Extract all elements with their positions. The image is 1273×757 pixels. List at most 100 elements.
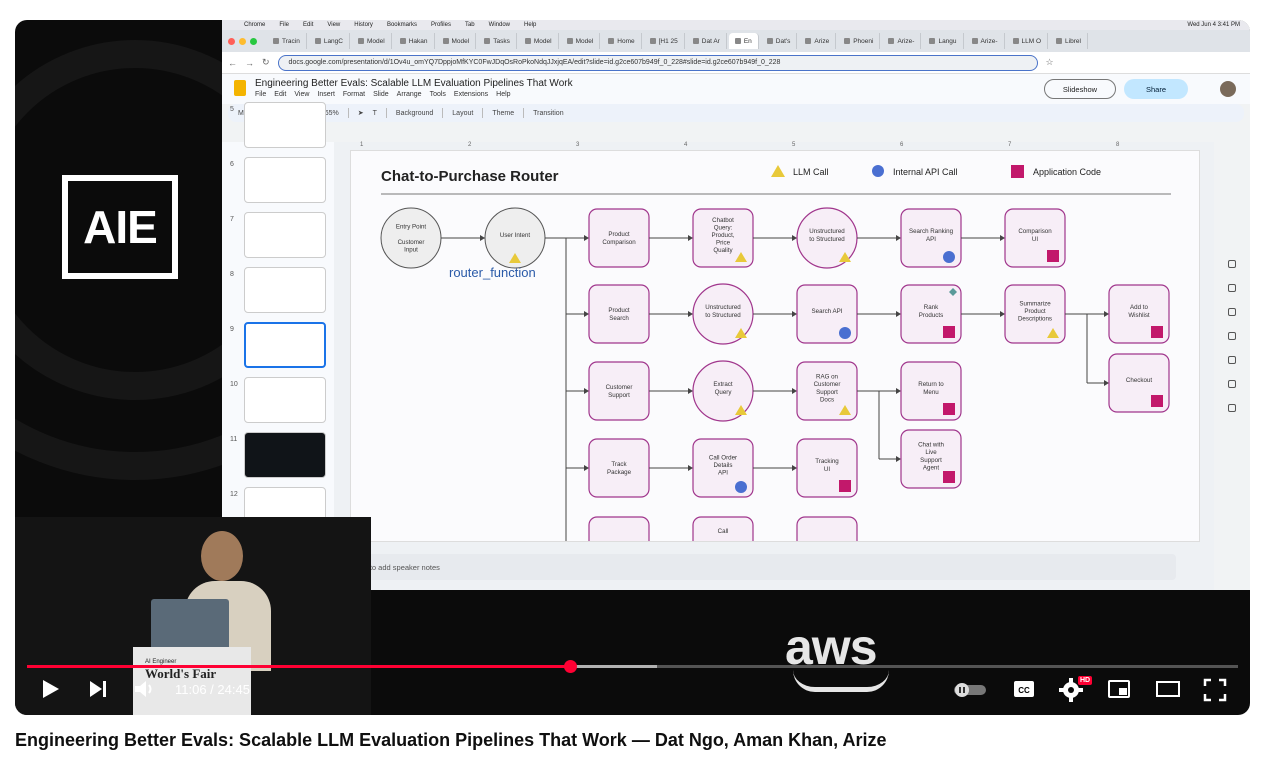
miniplayer-icon[interactable]: [1107, 678, 1131, 700]
thumb-number: 10: [230, 381, 238, 388]
slide-thumbnail: [244, 322, 326, 368]
thumb-number: 11: [230, 436, 238, 443]
browser-tab: Langu: [923, 33, 964, 49]
browser-tab: Librel: [1050, 33, 1088, 49]
tab-favicon-icon: [766, 38, 773, 44]
arrowhead-icon: [1000, 311, 1005, 317]
browser-tab-label: Langu: [938, 37, 957, 45]
progress-bar[interactable]: [27, 660, 1238, 673]
settings-icon[interactable]: [1059, 678, 1083, 702]
doc-menu-item: Insert: [317, 91, 335, 98]
browser-tab: Arize: [799, 33, 837, 49]
flow-node: [796, 516, 858, 541]
fullscreen-icon[interactable]: [1203, 678, 1227, 702]
arrowhead-icon: [584, 465, 589, 471]
thumb-number: 9: [230, 326, 234, 333]
browser-tab: Tracin: [267, 33, 307, 49]
node-label: Checkout: [1126, 377, 1152, 384]
slide-thumbnail: [244, 432, 326, 478]
zoom-level: 165%: [320, 109, 339, 117]
llm-call-icon: [839, 405, 851, 415]
browser-tab: Dat Ar: [687, 33, 727, 49]
arrowhead-icon: [792, 311, 797, 317]
browser-tab-label: Model: [533, 37, 552, 45]
autoplay-toggle-icon[interactable]: [952, 682, 988, 698]
slide-thumbnail: [244, 377, 326, 423]
arrowhead-icon: [896, 235, 901, 241]
thumb-number: 5: [230, 106, 234, 113]
arrowhead-icon: [896, 388, 901, 394]
gem-icon: [949, 288, 957, 296]
volume-icon[interactable]: [133, 678, 155, 700]
mac-clock: Wed Jun 4 3:41 PM: [1187, 22, 1240, 28]
reload-icon: ↻: [262, 57, 270, 67]
doc-menu-item: Edit: [274, 91, 287, 98]
browser-tab: Tasks: [478, 33, 517, 49]
browser-tab-label: Model: [451, 37, 470, 45]
node-label: User Intent: [500, 232, 531, 239]
aie-logo: AIE: [62, 175, 178, 279]
ruler-tick: 3: [576, 142, 580, 148]
arrowhead-icon: [480, 235, 485, 241]
tab-favicon-icon: [566, 38, 573, 44]
side-panel-icons: [1214, 142, 1250, 590]
llm-call-icon: [839, 252, 851, 262]
back-icon: ←: [228, 57, 237, 68]
tab-favicon-icon: [734, 38, 741, 44]
scrubber-handle[interactable]: [564, 660, 578, 673]
textbox-icon: T: [372, 109, 377, 117]
theater-icon[interactable]: [1155, 678, 1181, 700]
llm-call-icon: [1047, 328, 1059, 338]
arrowhead-icon: [584, 235, 589, 241]
llm-call-icon: [735, 405, 747, 415]
thumb-number: 7: [230, 216, 234, 223]
svg-text:CC: CC: [1018, 686, 1030, 695]
captions-icon[interactable]: CC: [1012, 678, 1036, 700]
node-label: Search API: [812, 308, 843, 315]
legend-label: Application Code: [1033, 167, 1101, 177]
avatar: [1220, 81, 1236, 97]
tab-favicon-icon: [649, 38, 656, 44]
tab-favicon-icon: [357, 38, 364, 44]
browser-tab-label: LangC: [323, 37, 343, 45]
doc-menu-item: Arrange: [396, 91, 422, 98]
browser-tab: Hakan: [394, 33, 435, 49]
browser-tab-label: Hakan: [408, 37, 428, 45]
speaker-notes: k to add speaker notes: [350, 554, 1176, 580]
slideshow-button: Slideshow: [1044, 79, 1116, 99]
tab-favicon-icon: [442, 38, 449, 44]
podium-sign: AI Engineer World's Fair: [145, 659, 217, 682]
app-code-icon: [1151, 326, 1163, 338]
browser-tab: Arize-: [882, 33, 922, 49]
play-icon[interactable]: [39, 678, 61, 700]
app-code-icon: [943, 471, 955, 483]
app-code-icon: [943, 326, 955, 338]
slide-thumbnail: [244, 267, 326, 313]
browser-tab-label: Phoeni: [853, 37, 874, 45]
browser-tab-label: Arize-: [897, 37, 915, 45]
browser-tab: Model: [352, 33, 392, 49]
mac-menu-item: Window: [488, 22, 510, 28]
tab-favicon-icon: [314, 38, 321, 44]
llm-call-icon: [735, 252, 747, 262]
mac-menu-item: History: [354, 22, 373, 28]
next-icon[interactable]: [87, 678, 109, 700]
podium: AI Engineer World's Fair: [133, 647, 251, 715]
doc-menu-item: Format: [342, 91, 366, 98]
slide-thumbnail: [244, 102, 326, 148]
tab-favicon-icon: [844, 38, 851, 44]
legend-label: LLM Call: [793, 167, 829, 177]
arrowhead-icon: [792, 388, 797, 394]
llm-call-icon: [509, 253, 521, 263]
legend-triangle-icon: [771, 165, 785, 177]
doc-menu-item: Tools: [429, 91, 446, 98]
